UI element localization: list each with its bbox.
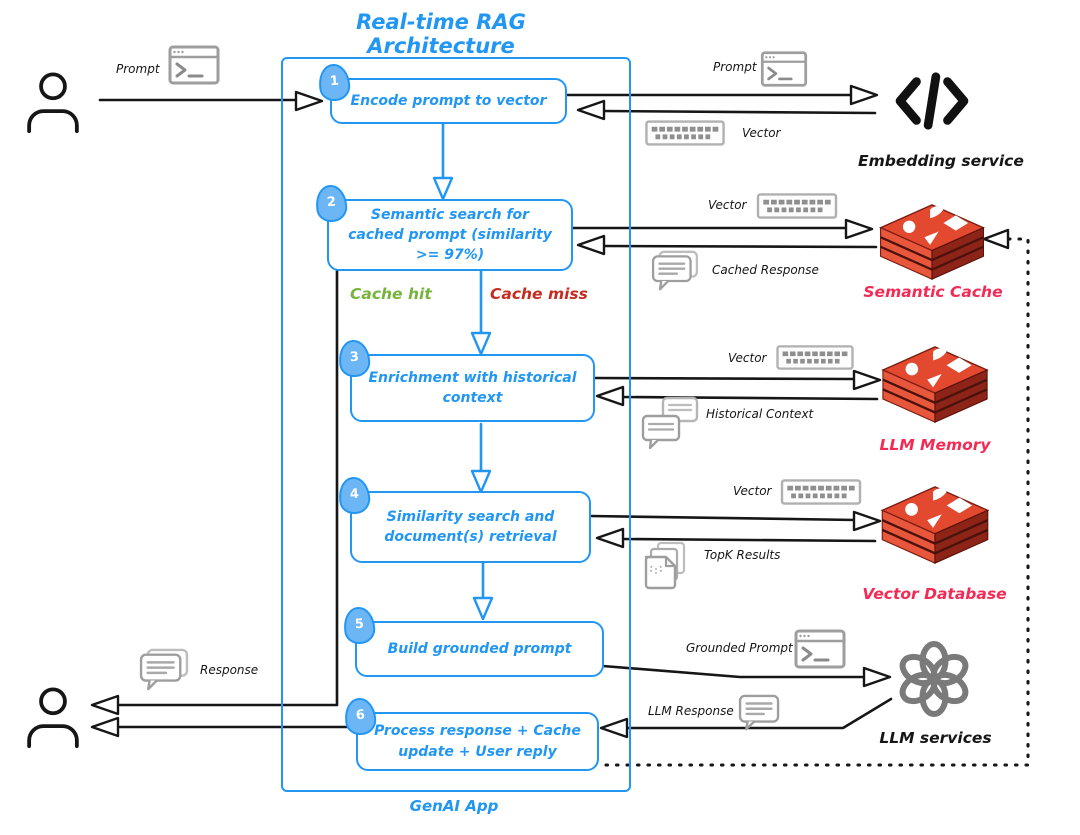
step-build-prompt: 5 Build grounded prompt [342, 605, 604, 677]
step-enrichment: 3 Enrichment with historical context [337, 338, 595, 422]
chat-bubble-icon [135, 648, 193, 692]
code-icon [893, 70, 971, 132]
edge-label-grounded-prompt: Grounded Prompt [686, 641, 793, 655]
service-label-llm-services: LLM services [879, 729, 992, 747]
redis-icon [876, 484, 994, 566]
vector-icon [645, 120, 725, 146]
service-label-semantic-cache: Semantic Cache [863, 283, 1003, 301]
redis-icon [873, 202, 991, 282]
chat-bubble-icon [738, 694, 782, 732]
step-label: Process response + Cache update + User r… [374, 723, 581, 760]
vector-icon [779, 479, 863, 505]
edge-label-vector: Vector [728, 351, 767, 365]
edge-label-response: Response [200, 663, 259, 677]
step-label: Encode prompt to vector [350, 92, 547, 109]
genai-app-label: GenAI App [409, 797, 499, 815]
redis-icon [876, 344, 994, 425]
edge-label-topk-results: TopK Results [704, 548, 781, 562]
vector-icon [774, 345, 856, 370]
edge-label-cached-response: Cached Response [712, 263, 819, 277]
documents-icon [640, 540, 698, 592]
step-semantic-search: 2 Semantic search for cached prompt (sim… [314, 183, 573, 271]
chat-bubbles-icon [641, 396, 703, 450]
edge-label-historical-context: Historical Context [706, 407, 814, 421]
step-label: Build grounded prompt [387, 640, 572, 657]
user-icon [24, 72, 82, 135]
edge-label-prompt: Prompt [713, 60, 757, 74]
openai-icon [888, 634, 980, 724]
vector-icon [756, 193, 838, 219]
genai-app-container [281, 57, 631, 792]
service-label-vector-database: Vector Database [862, 585, 1007, 603]
step-similarity-search: 4 Similarity search and document(s) retr… [337, 475, 591, 563]
step-label: Semantic search for cached prompt (simil… [348, 206, 552, 264]
edge-label-prompt: Prompt [116, 62, 160, 76]
edge-label-vector: Vector [742, 126, 781, 140]
cache-hit-label: Cache hit [350, 285, 432, 303]
terminal-icon [793, 628, 847, 670]
chat-bubble-icon [648, 250, 702, 292]
diagram-title: Real-time RAG Architecture [356, 10, 526, 58]
step-process-response: 6 Process response + Cache update + User… [343, 696, 599, 771]
step-encode-prompt: 1 Encode prompt to vector [317, 62, 567, 124]
step-label: Enrichment with historical context [368, 369, 577, 406]
step-label: Similarity search and document(s) retrie… [384, 508, 557, 545]
terminal-icon [758, 50, 810, 88]
edge-label-llm-response: LLM Response [648, 704, 734, 718]
user-icon [24, 687, 82, 750]
service-label-llm-memory: LLM Memory [879, 436, 991, 454]
edge-label-vector: Vector [733, 484, 772, 498]
service-label-embedding: Embedding service [858, 152, 1024, 170]
cache-miss-label: Cache miss [490, 285, 588, 303]
edge-label-vector: Vector [708, 198, 747, 212]
terminal-icon [168, 44, 220, 86]
